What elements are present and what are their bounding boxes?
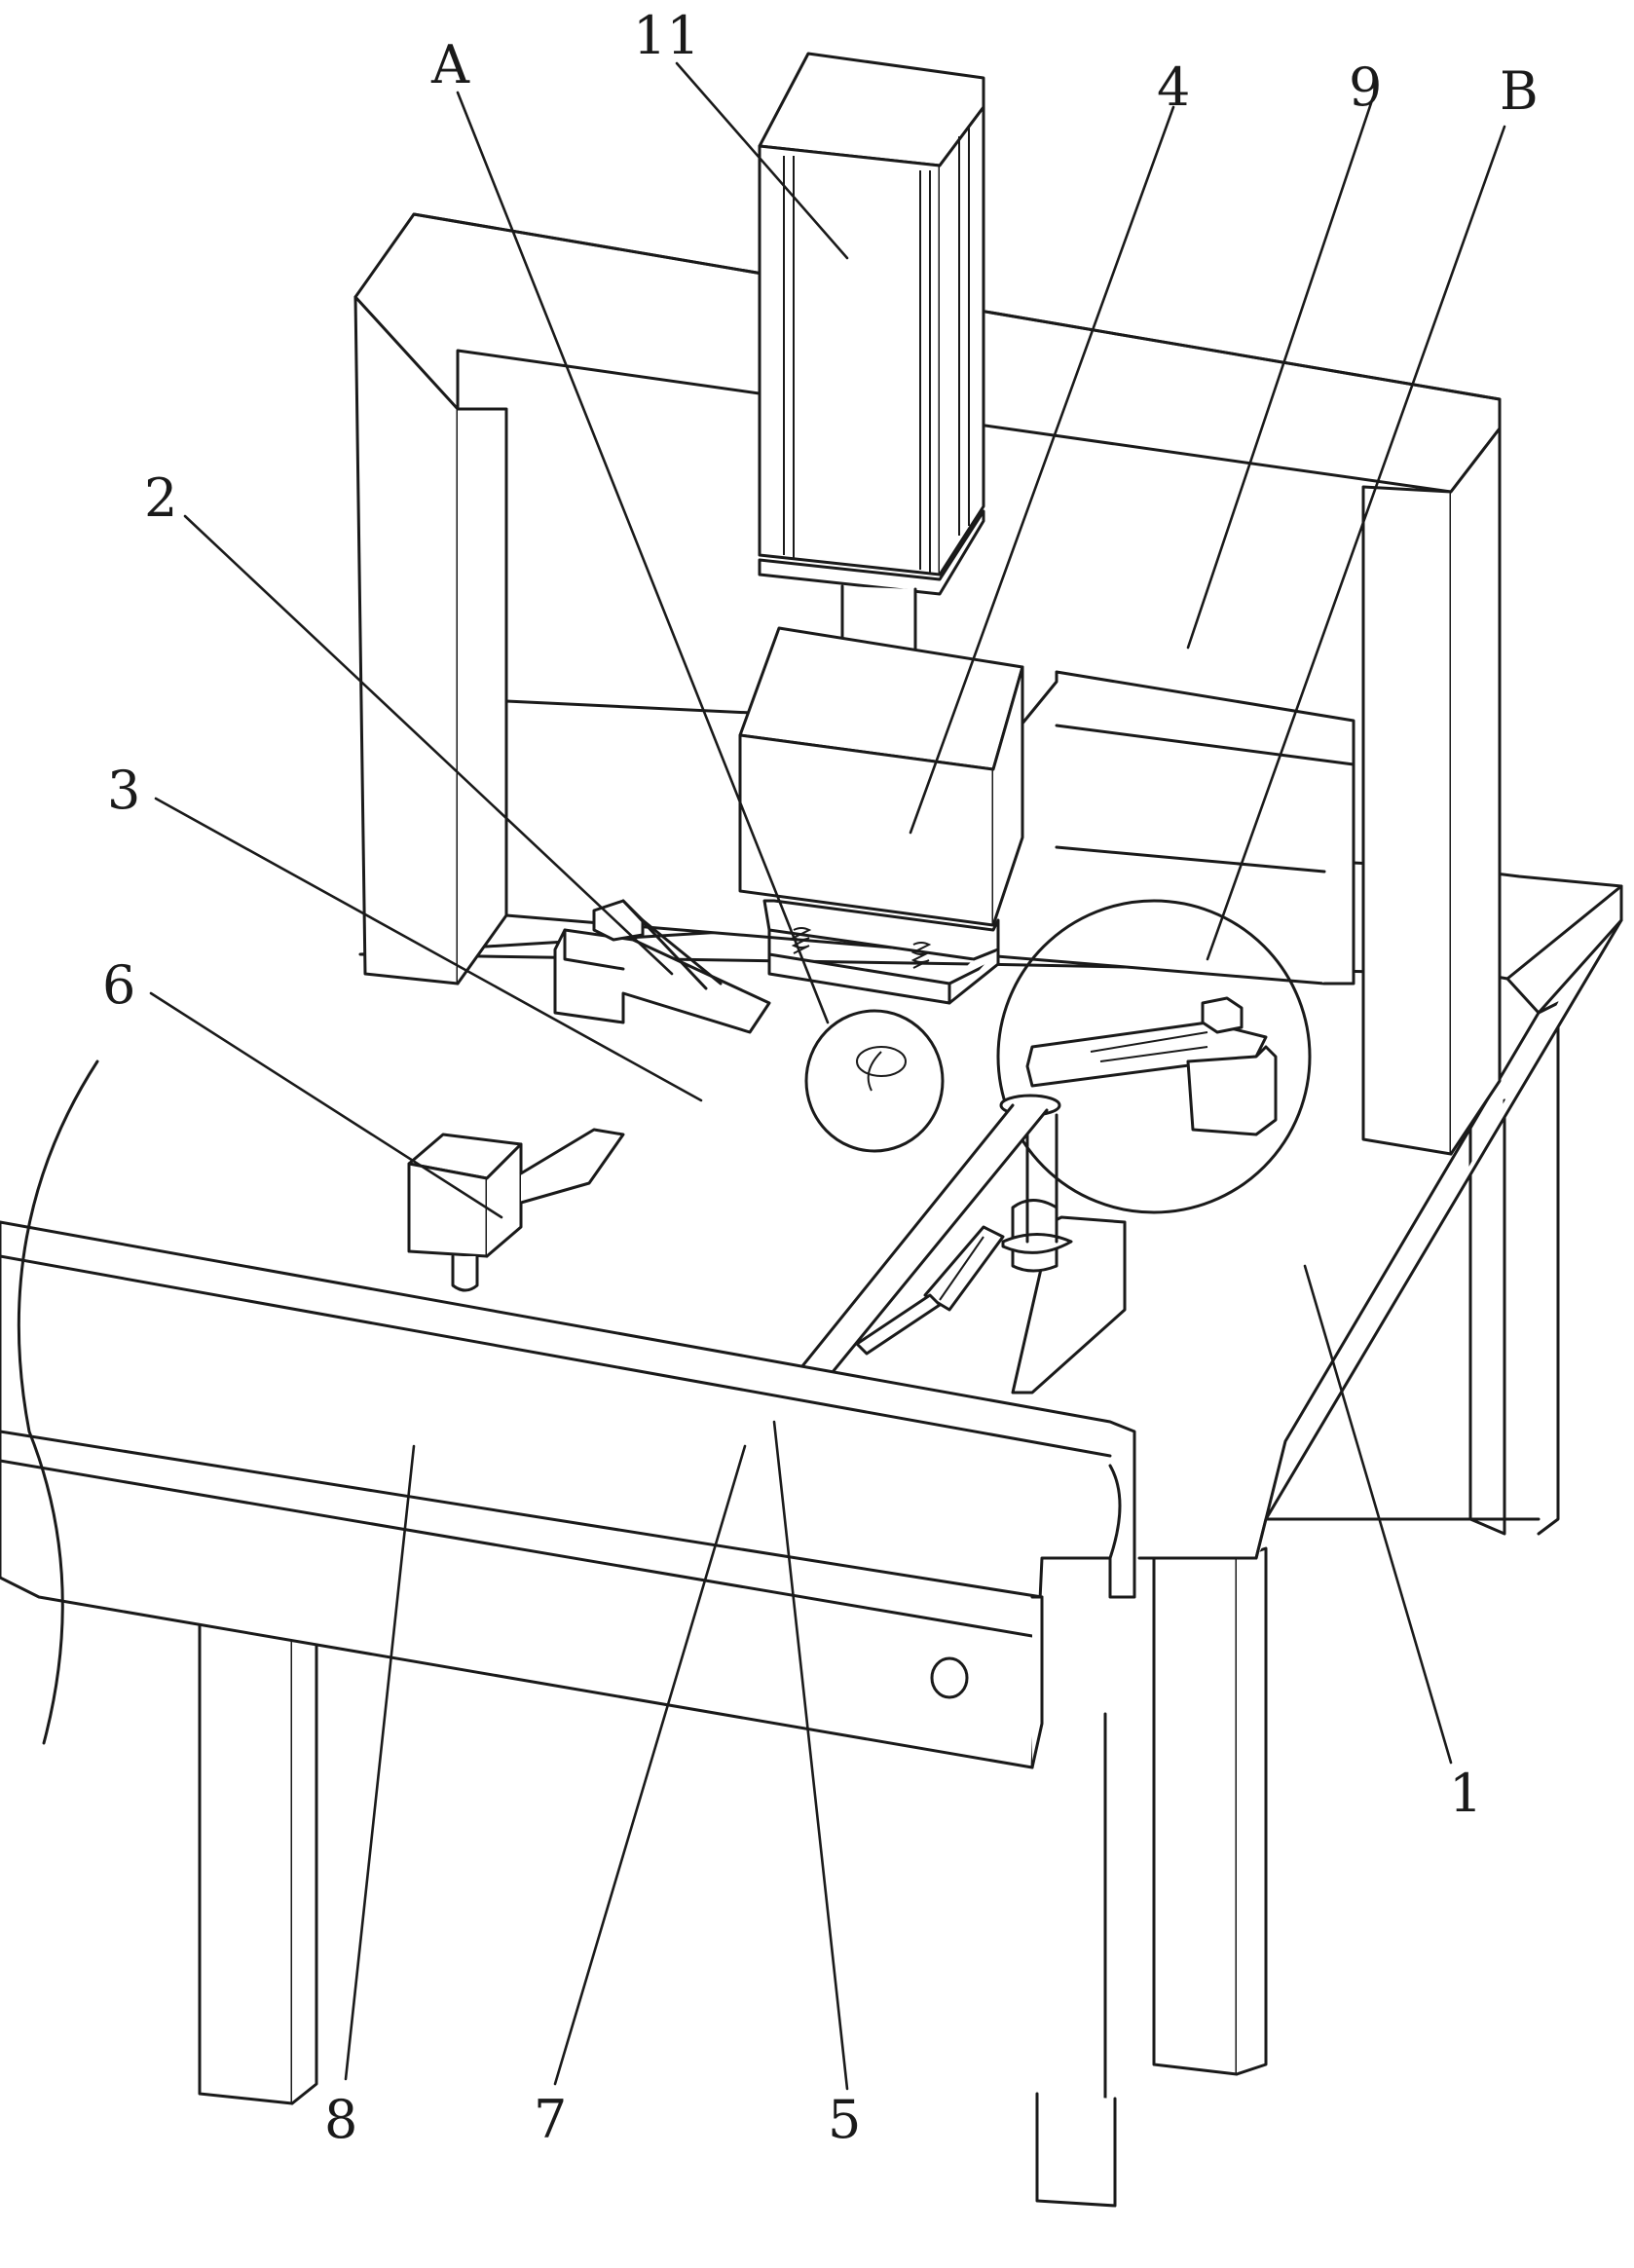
detail-circles (804, 899, 1312, 1214)
table-legs (198, 1001, 1560, 2208)
callout-1: 1 (1449, 1763, 1482, 1824)
callout-6: 6 (102, 954, 135, 1016)
callout-3: 3 (107, 760, 140, 821)
front-rail (0, 1060, 1136, 1769)
callout-A: A (430, 34, 470, 95)
callout-9: 9 (1349, 56, 1382, 118)
callout-B: B (1500, 60, 1539, 122)
cylinder (758, 52, 985, 718)
callouts: A 11 4 9 B 2 3 6 1 8 7 5 (102, 5, 1539, 2150)
clamp-right (1025, 996, 1278, 1136)
callout-7: 7 (534, 2089, 567, 2150)
callout-11: 11 (633, 5, 700, 66)
welding-torch (407, 1128, 625, 1292)
callout-5: 5 (828, 2089, 861, 2150)
callout-2: 2 (144, 467, 177, 529)
leader-lines (149, 61, 1506, 2091)
callout-8: 8 (324, 2089, 357, 2150)
press-block (738, 626, 1024, 1005)
callout-4: 4 (1157, 56, 1190, 118)
